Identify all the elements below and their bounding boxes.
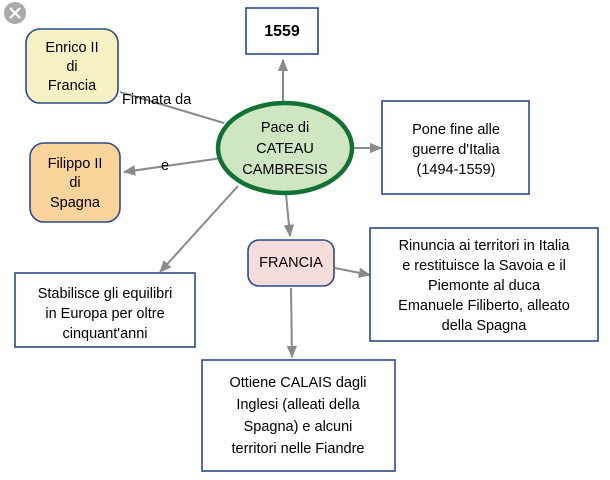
ottiene-calais-line-3: Spagna) e alcuni xyxy=(244,419,353,435)
edge-pace-to-francia xyxy=(283,193,295,238)
enrico-ii-line-1: Enrico II xyxy=(45,40,98,56)
edge-francia-to-calais xyxy=(286,287,298,359)
stabilisce-line-1: Stabilisce gli equilibri xyxy=(38,286,173,302)
ottiene-calais-line-4: territori nelle Fiandre xyxy=(232,441,365,457)
edge-francia-to-rinuncia xyxy=(334,267,372,278)
pace-line-1: Pace di xyxy=(261,120,309,136)
enrico-ii-line-2: di xyxy=(66,59,77,75)
pone-fine-line-1: Pone fine alle xyxy=(412,122,500,138)
rinuncia-line-3: Piemonte al duca xyxy=(428,278,541,294)
pace-line-2: CATEAU xyxy=(256,141,314,157)
stabilisce-line-2: in Europa per oltre xyxy=(45,306,164,322)
rinuncia-line-4: Emanuele Filiberto, alleato xyxy=(398,298,570,314)
filippo-ii-line-3: Spagna xyxy=(50,195,101,211)
connectors xyxy=(119,58,383,359)
rinuncia-line-2: e restituisce la Savoia e il xyxy=(402,258,566,274)
filippo-ii-box[interactable] xyxy=(29,142,121,223)
edge-pace-to-stabilisce xyxy=(159,185,239,273)
enrico-ii-box[interactable] xyxy=(25,28,119,104)
anno-1559-label: 1559 xyxy=(264,23,300,40)
francia-box[interactable] xyxy=(247,239,335,287)
rinuncia-line-1: Rinuncia ai territori in Italia xyxy=(399,238,571,254)
node-anno-1559[interactable]: 1559 xyxy=(245,7,319,55)
node-pace-di-cateau-cambresis[interactable]: Pace di CATEAU CAMBRESIS xyxy=(215,100,355,196)
filippo-ii-line-2: di xyxy=(69,175,80,191)
stabilisce-line-3: cinquant'anni xyxy=(62,326,147,342)
node-enrico-ii-di-francia[interactable]: Enrico II di Francia xyxy=(25,28,119,104)
close-icon-stroke-2 xyxy=(9,7,21,19)
stabilisce-box[interactable] xyxy=(14,272,196,348)
node-filippo-ii-di-spagna[interactable]: Filippo II di Spagna xyxy=(29,142,121,223)
pone-fine-line-2: guerre d'Italia xyxy=(412,142,500,158)
node-rinuncia-territori[interactable]: Rinuncia ai territori in Italia e restit… xyxy=(369,227,599,342)
node-ottiene-calais[interactable]: Ottiene CALAIS dagli Inglesi (alleati de… xyxy=(201,359,396,472)
ottiene-calais-box[interactable] xyxy=(201,359,396,472)
ottiene-calais-line-2: Inglesi (alleati della xyxy=(236,397,360,413)
edge-pace-to-filippo xyxy=(122,157,223,176)
rinuncia-box[interactable] xyxy=(369,227,599,342)
pone-fine-line-3: (1494-1559) xyxy=(417,162,496,178)
pace-line-3: CAMBRESIS xyxy=(242,162,327,178)
close-icon[interactable] xyxy=(4,2,26,24)
edge-pace-to-enrico xyxy=(119,91,225,124)
edge-label-firmata-da: Firmata da xyxy=(122,92,192,108)
filippo-ii-line-1: Filippo II xyxy=(48,156,103,172)
node-stabilisce-equilibri[interactable]: Stabilisce gli equilibri in Europa per o… xyxy=(14,272,196,348)
node-francia[interactable]: FRANCIA xyxy=(247,239,335,287)
pone-fine-box[interactable] xyxy=(381,100,530,195)
edge-label-e: e xyxy=(161,158,169,174)
rinuncia-line-5: della Spagna xyxy=(442,318,528,334)
francia-label: FRANCIA xyxy=(259,255,323,271)
ottiene-calais-line-1: Ottiene CALAIS dagli xyxy=(229,375,366,391)
enrico-ii-line-3: Francia xyxy=(48,78,97,94)
pace-ellipse[interactable] xyxy=(215,100,355,196)
anno-1559-box[interactable] xyxy=(245,7,319,55)
node-pone-fine-guerre-italia[interactable]: Pone fine alle guerre d'Italia (1494-155… xyxy=(381,100,530,195)
